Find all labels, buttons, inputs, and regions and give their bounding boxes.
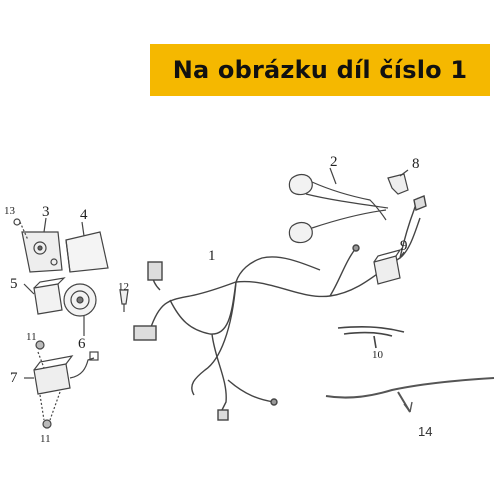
callout-12: 12 [118,281,129,293]
part-3-bracket [19,217,63,273]
callout-2: 2 [330,154,338,170]
callout-3: 3 [42,204,50,220]
part-4-module [65,221,109,273]
callout-5: 5 [10,276,18,292]
part-8-bracket [387,169,409,195]
part-5-relay [23,277,66,315]
part-12-clip [119,289,129,312]
callout-1: 1 [208,248,216,264]
callout-4: 4 [80,207,88,223]
callout-14: 14 [418,424,432,439]
part-6-horn [63,283,97,336]
part-7-control-unit [24,351,99,421]
callout-11-top: 11 [26,331,37,343]
callout-13: 13 [4,205,16,217]
part-10-cable [337,326,405,349]
part-13-screw [13,218,21,226]
part-2-handlebar-switches [288,167,389,244]
callout-8: 8 [412,156,420,172]
callout-7: 7 [10,370,18,386]
part-title-banner: Na obrázku díl číslo 1 [150,44,490,96]
callout-9: 9 [400,238,408,254]
callout-11-bottom: 11 [40,433,51,445]
part-14-long-cable [325,377,495,413]
callout-6: 6 [78,336,86,352]
part-11-screws [35,340,52,429]
callout-10: 10 [372,349,384,361]
part-1-wiring-harness [133,195,427,421]
part-title-text: Na obrázku díl číslo 1 [172,56,468,84]
part-9-relay-box [373,248,405,285]
